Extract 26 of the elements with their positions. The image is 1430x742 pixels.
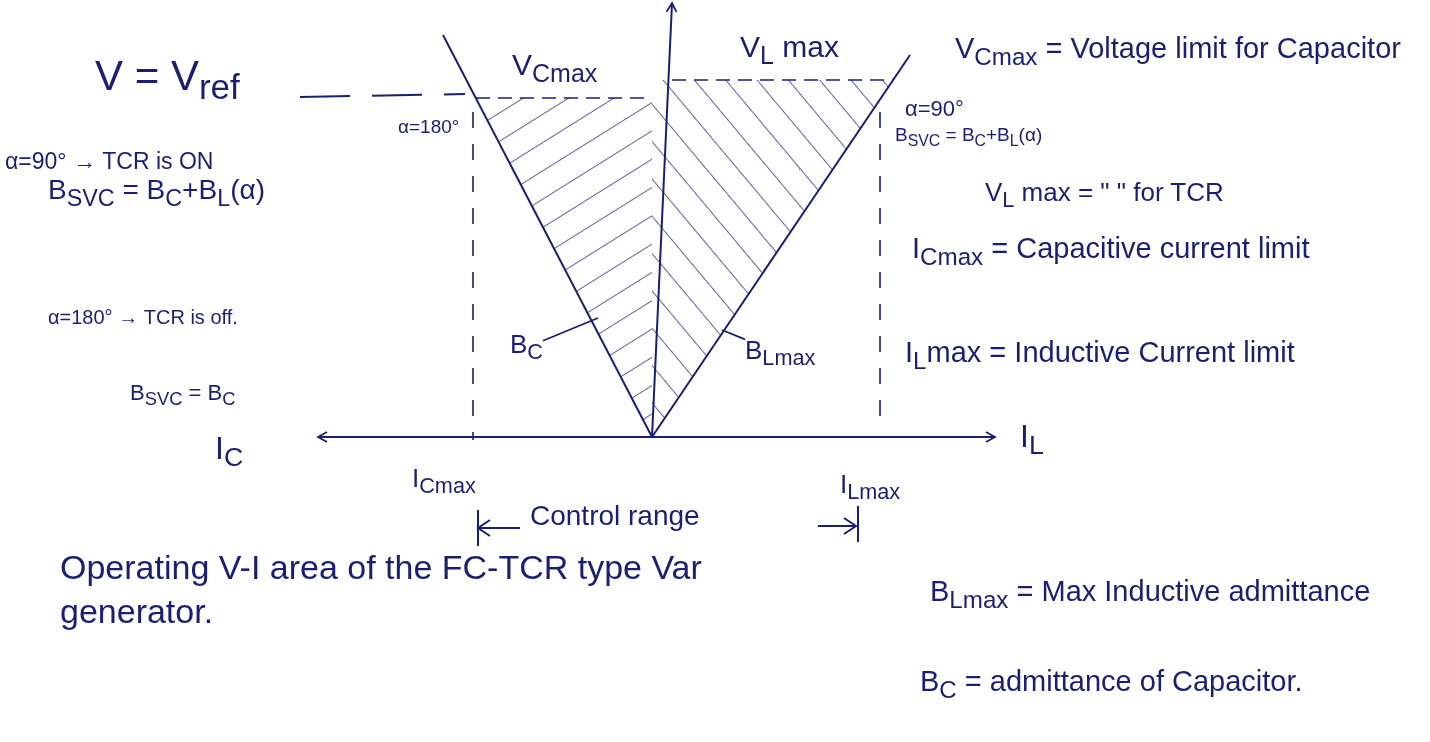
definition-text: V$_{Cmax}$ = Voltage limit for Capacitor (955, 32, 1402, 71)
firing-angle-note: α=90° → TCR is ON (5, 148, 214, 175)
definition-text: I$_{Cmax}$ = Capacitive current limit (912, 232, 1311, 271)
reference-voltage-label: V = V$_{ref}$ (95, 52, 240, 108)
capacitive-current-axis-label: I$_{C}$ (215, 430, 244, 474)
caption-text: Operating V-I area of the FC-TCR type Var generator. (60, 547, 703, 633)
control-range-label: Control range (530, 500, 700, 533)
susceptance-equation: B$_{SVC}$ = B$_{C}$+B$_{L}$(α) (48, 174, 265, 212)
definition-text: B$_{Lmax}$ = Max Inductive admittance (930, 575, 1372, 614)
firing-angle-label: α=90° (905, 96, 964, 122)
firing-angle-note: α=180° → TCR is off. (48, 306, 238, 329)
definition-text: B$_{C}$ = admittance of Capacitor. (920, 665, 1304, 704)
susceptance-label: B$_{C}$ (510, 330, 543, 366)
susceptance-equation: B$_{SVC}$ = B$_{C}$ (130, 380, 236, 410)
definition-text: V$_{L}$ max = " " for TCR (985, 178, 1224, 214)
susceptance-equation: B$_{SVC}$ = B$_{C}$+B$_{L}$(α) (895, 124, 1043, 150)
firing-angle-label: α=180° (398, 116, 460, 138)
leader-line (721, 329, 746, 341)
inductor-voltage-limit-label: V$_{L}$ max (740, 30, 839, 70)
susceptance-label: B$_{Lmax}$ (745, 336, 816, 372)
inductive-current-limit-label: I$_{Lmax}$ (840, 470, 901, 506)
capacitive-current-limit-label: I$_{Cmax}$ (412, 464, 476, 500)
capacitor-voltage-limit-label: V$_{Cmax}$ (512, 48, 598, 88)
definition-text: I$_{L}$max = Inductive Current limit (905, 336, 1296, 375)
inductive-current-axis-label: I$_{L}$ (1020, 418, 1044, 462)
leader-line (542, 317, 599, 342)
